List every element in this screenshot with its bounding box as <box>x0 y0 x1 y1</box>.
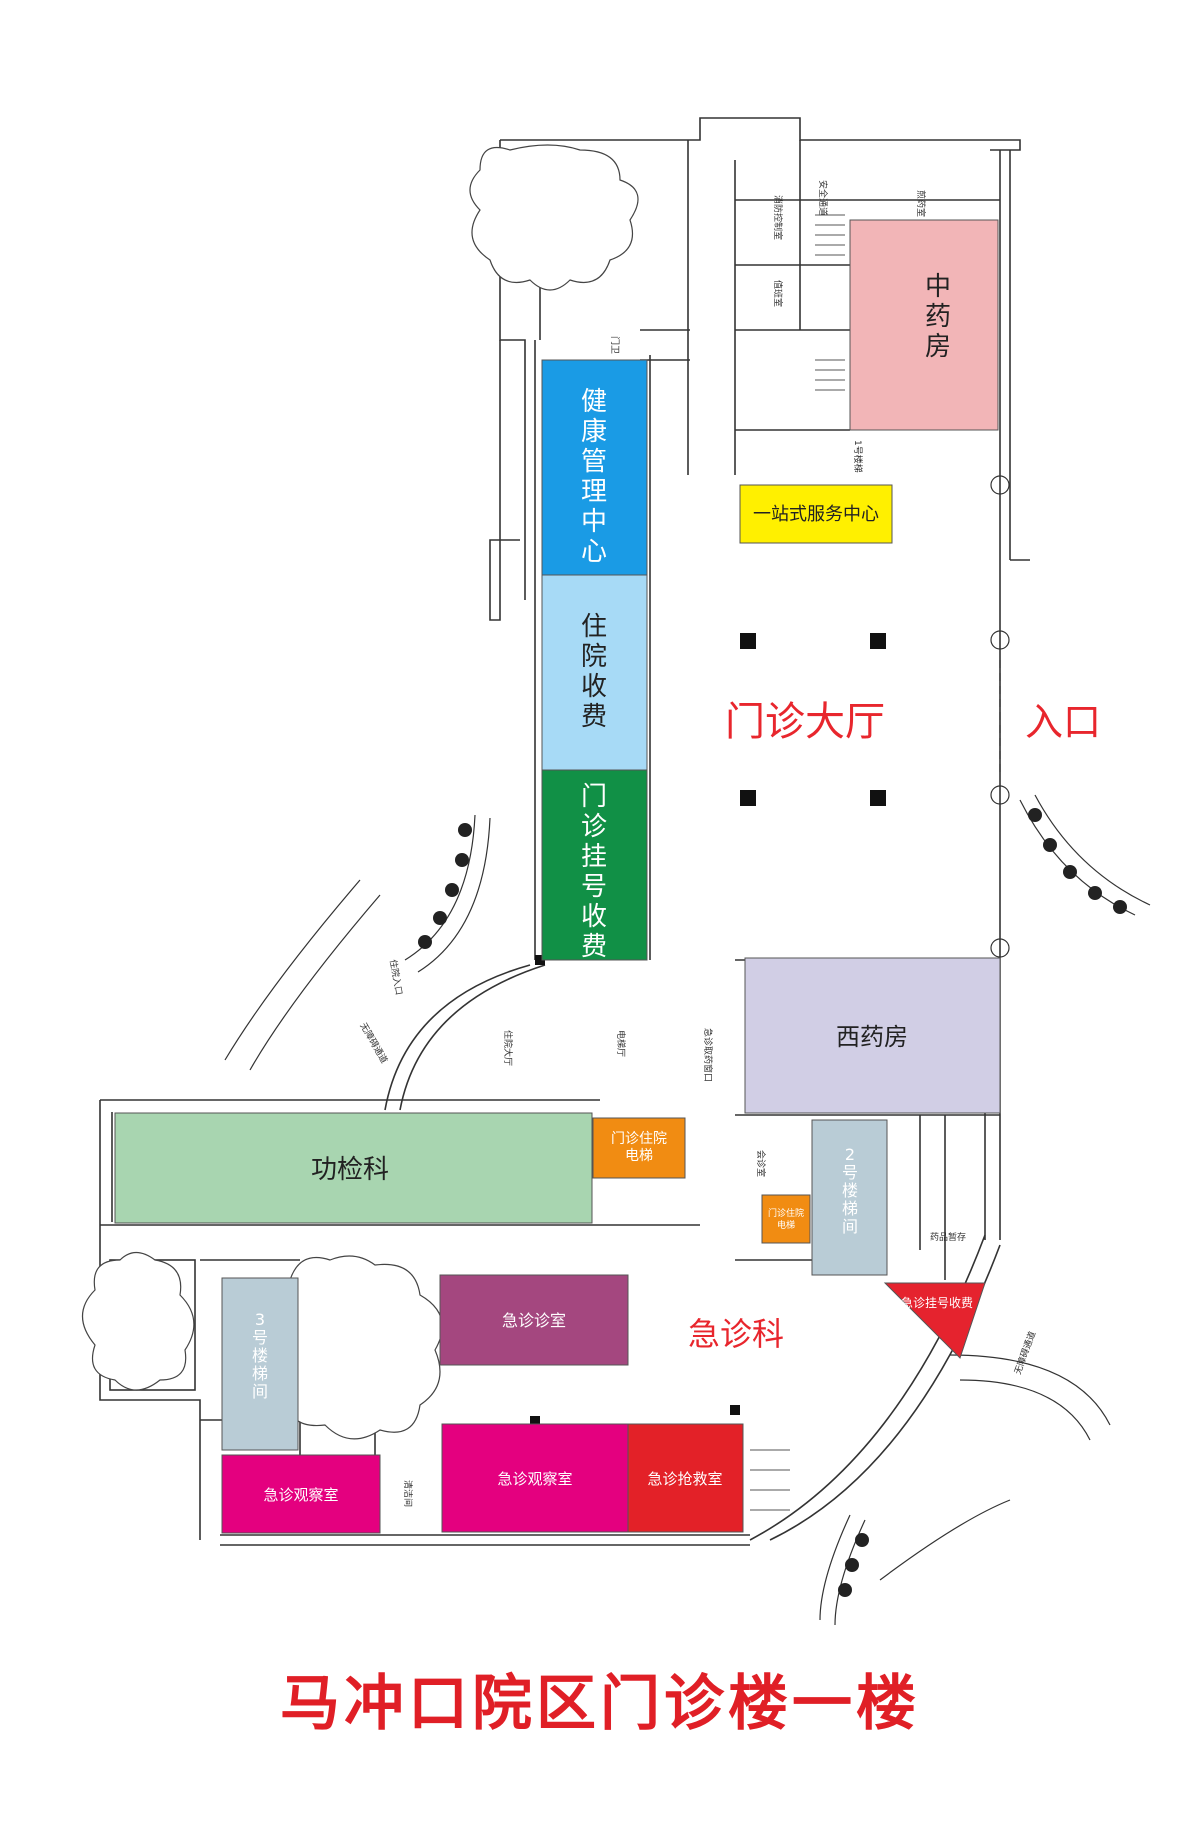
label-pharmacy-store: 药品暂存 <box>930 1231 966 1243</box>
room-main-elevator[interactable] <box>592 1117 686 1179</box>
label-barrier-free-1: 无障碍通道 <box>357 1021 390 1066</box>
label-door: 门卫 <box>609 336 621 354</box>
label-meeting: 会诊室 <box>755 1150 767 1177</box>
room-stair-3[interactable] <box>221 1277 299 1451</box>
room-er-rescue[interactable] <box>627 1423 744 1533</box>
label-er-pharmacy-window: 急诊取药窗口 <box>702 1028 714 1082</box>
room-western-label: 西药房 <box>836 1023 908 1051</box>
label-inpatient-hall: 住院大厅 <box>502 1030 514 1066</box>
room-er-clinic-label: 急诊诊室 <box>502 1311 566 1330</box>
room-function-check[interactable] <box>114 1112 593 1224</box>
room-stair-2[interactable] <box>811 1119 888 1276</box>
label-elevator-hall: 电梯厅 <box>615 1030 627 1057</box>
room-main-elevator-label: 门诊住院电梯 <box>611 1131 667 1164</box>
pillars <box>530 633 886 1426</box>
label-safety-exit: 安全通道 <box>817 180 829 216</box>
label-cleaning: 清洁间 <box>402 1480 414 1507</box>
label-fire-control: 消防控制室 <box>772 195 784 240</box>
room-tcm-label: 中药房 <box>925 272 951 362</box>
room-er-obs-mid-label: 急诊观察室 <box>497 1470 572 1488</box>
room-er-observation-left[interactable] <box>221 1454 381 1534</box>
room-health-label: 健康管理中心 <box>581 387 607 567</box>
room-inpatient-fee[interactable] <box>541 574 648 771</box>
room-small-elevator[interactable] <box>761 1194 811 1244</box>
room-western-pharmacy[interactable] <box>744 957 1001 1114</box>
label-duty: 值班室 <box>772 280 784 307</box>
room-function-check-label: 功检科 <box>311 1155 389 1185</box>
room-er-reg-label: 急诊挂号收费 <box>901 1295 973 1310</box>
room-one-stop-service[interactable] <box>739 484 893 544</box>
label-barrier-free-2: 无障碍通道 <box>1012 1330 1039 1376</box>
label-stair1: 1号楼梯 <box>852 440 864 473</box>
zone-hall-label: 门诊大厅 <box>725 699 885 745</box>
room-er-registration[interactable] <box>883 1282 986 1359</box>
room-tcm-pharmacy[interactable] <box>849 219 999 431</box>
landscaping <box>82 144 639 1440</box>
room-outpatient-registration[interactable] <box>541 769 648 961</box>
map-title: 马冲口院区门诊楼一楼 <box>280 1669 920 1739</box>
planter-dots <box>418 808 1127 1597</box>
room-er-obs-left-label: 急诊观察室 <box>263 1486 338 1504</box>
room-health-management[interactable] <box>541 359 648 576</box>
room-one-stop-label: 一站式服务中心 <box>753 504 879 525</box>
room-er-rescue-label: 急诊抢救室 <box>647 1470 722 1488</box>
room-er-clinic[interactable] <box>439 1274 629 1366</box>
room-er-observation-mid[interactable] <box>441 1423 629 1533</box>
room-outpatient-reg-label: 门诊挂号收费 <box>581 782 607 962</box>
label-preparation: 煎药室 <box>915 190 927 217</box>
entrance-doors <box>990 475 1010 958</box>
label-inpatient-entrance: 住院入口 <box>387 958 405 996</box>
stair-hatch <box>750 214 845 1511</box>
room-small-elevator-label: 门诊住院电梯 <box>768 1207 804 1231</box>
zone-emergency-label: 急诊科 <box>688 1315 784 1353</box>
zone-entrance-label: 入口 <box>1025 700 1101 744</box>
room-inpatient-fee-label: 住院收费 <box>581 612 607 732</box>
